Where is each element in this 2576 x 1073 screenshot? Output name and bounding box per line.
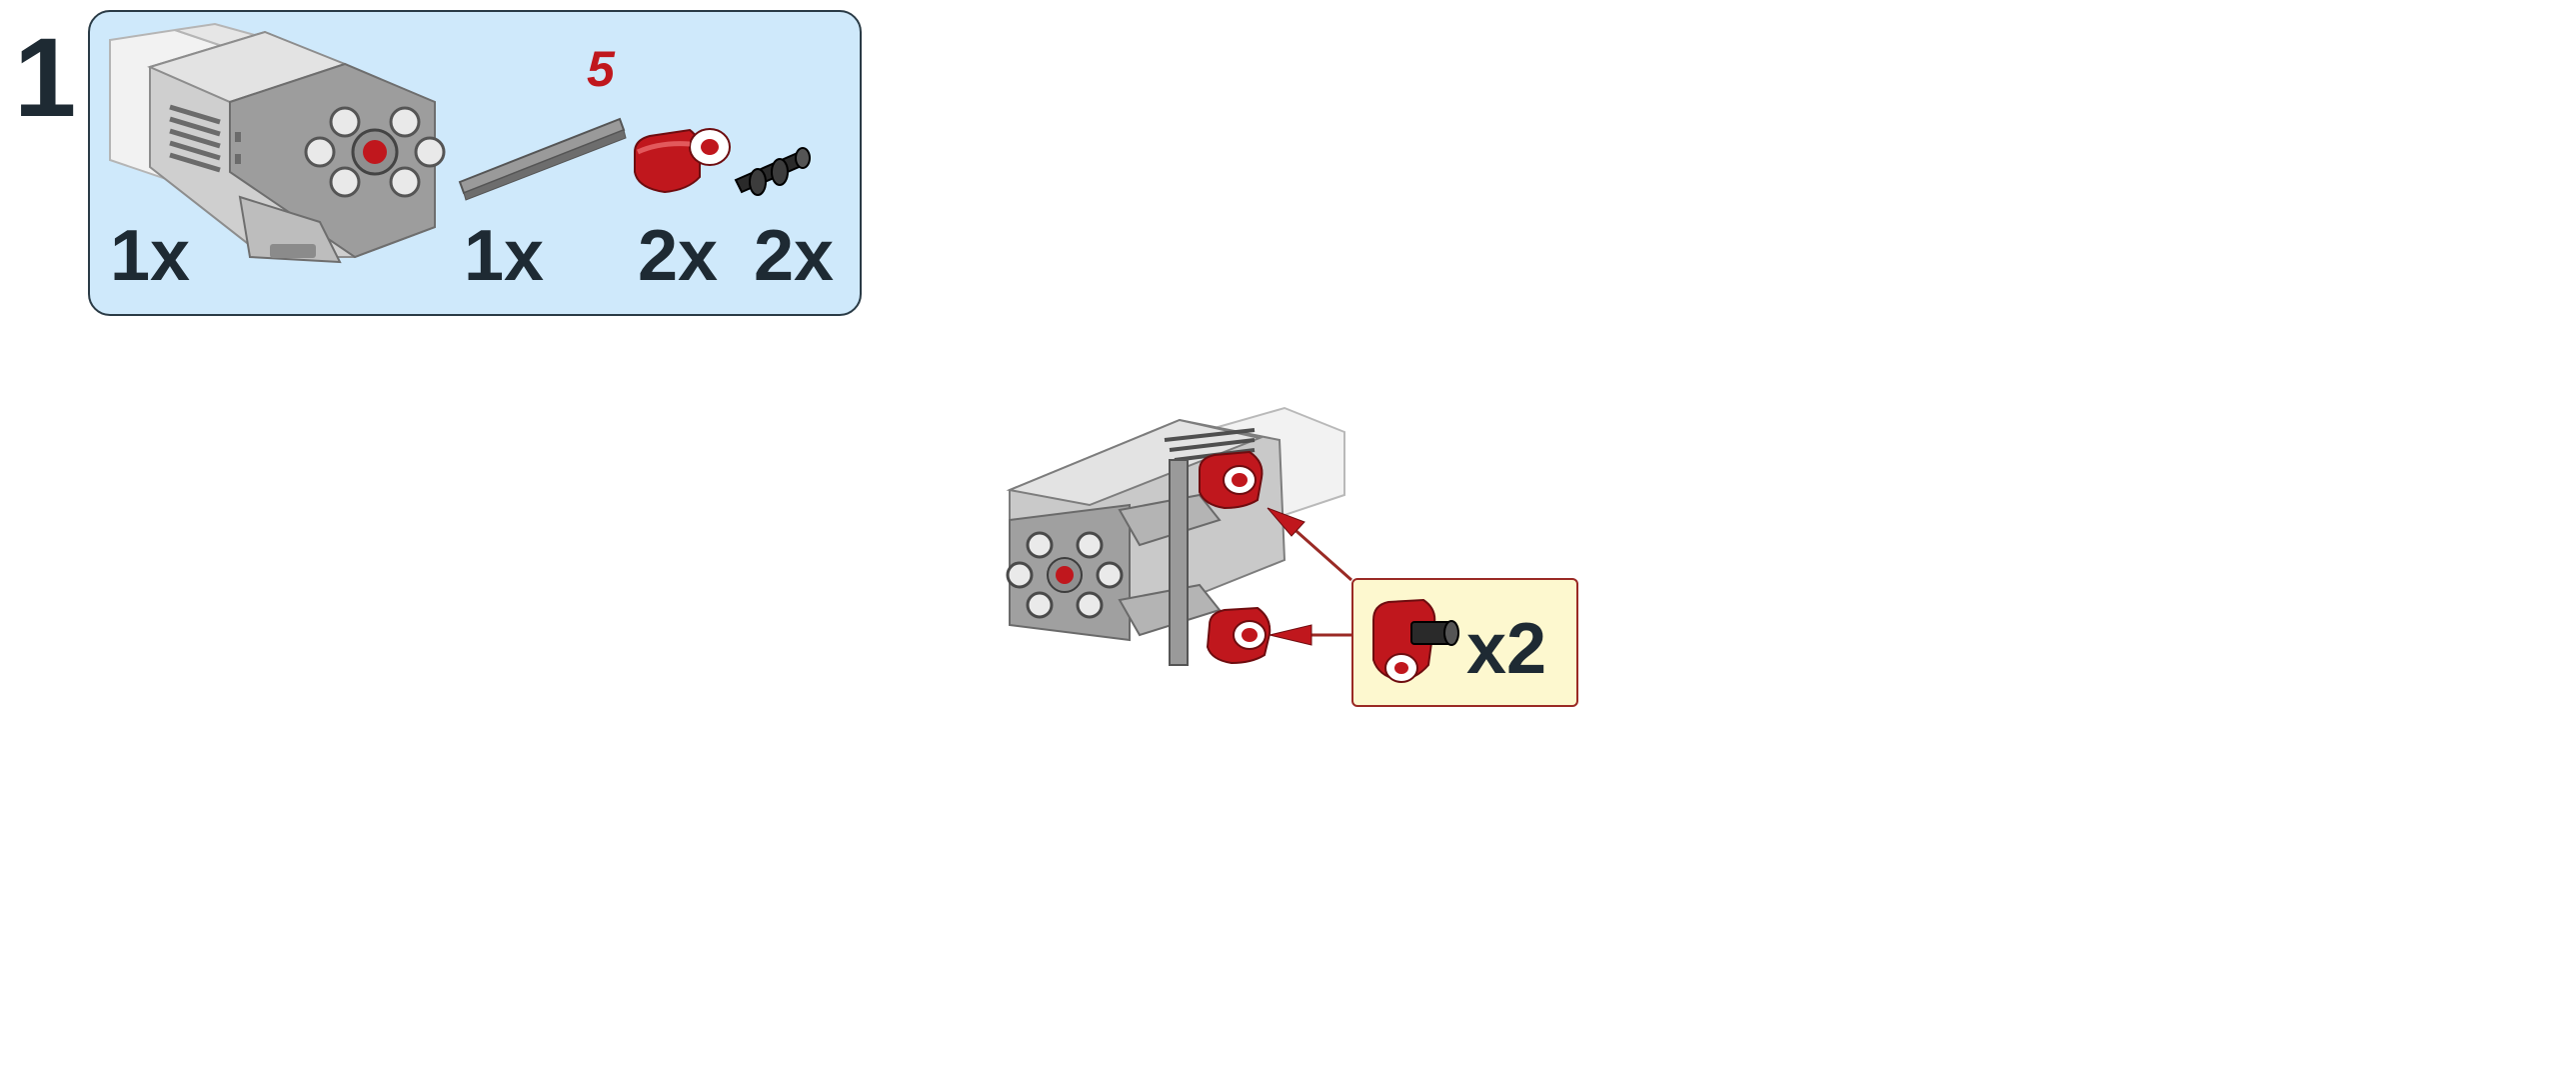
medium-motor-part bbox=[109, 22, 446, 264]
axle-part bbox=[458, 117, 627, 201]
qty-red-connector: 2x bbox=[638, 216, 719, 296]
parts-list-panel: 5 1x 1x 2x 2x bbox=[88, 10, 862, 316]
callout-qty: x2 bbox=[1466, 609, 1547, 689]
axle-length-label: 5 bbox=[587, 41, 615, 97]
black-pin-part bbox=[734, 147, 811, 196]
parts-illustration bbox=[109, 22, 811, 264]
step-number: 1 bbox=[14, 15, 77, 140]
qty-axle: 1x bbox=[464, 216, 545, 296]
subassembly-callout: x2 bbox=[1351, 578, 1578, 707]
qty-black-pin: 2x bbox=[754, 216, 835, 296]
callout-illustration bbox=[1372, 598, 1459, 683]
red-connector-part bbox=[634, 128, 731, 194]
qty-medium-motor: 1x bbox=[110, 216, 191, 296]
